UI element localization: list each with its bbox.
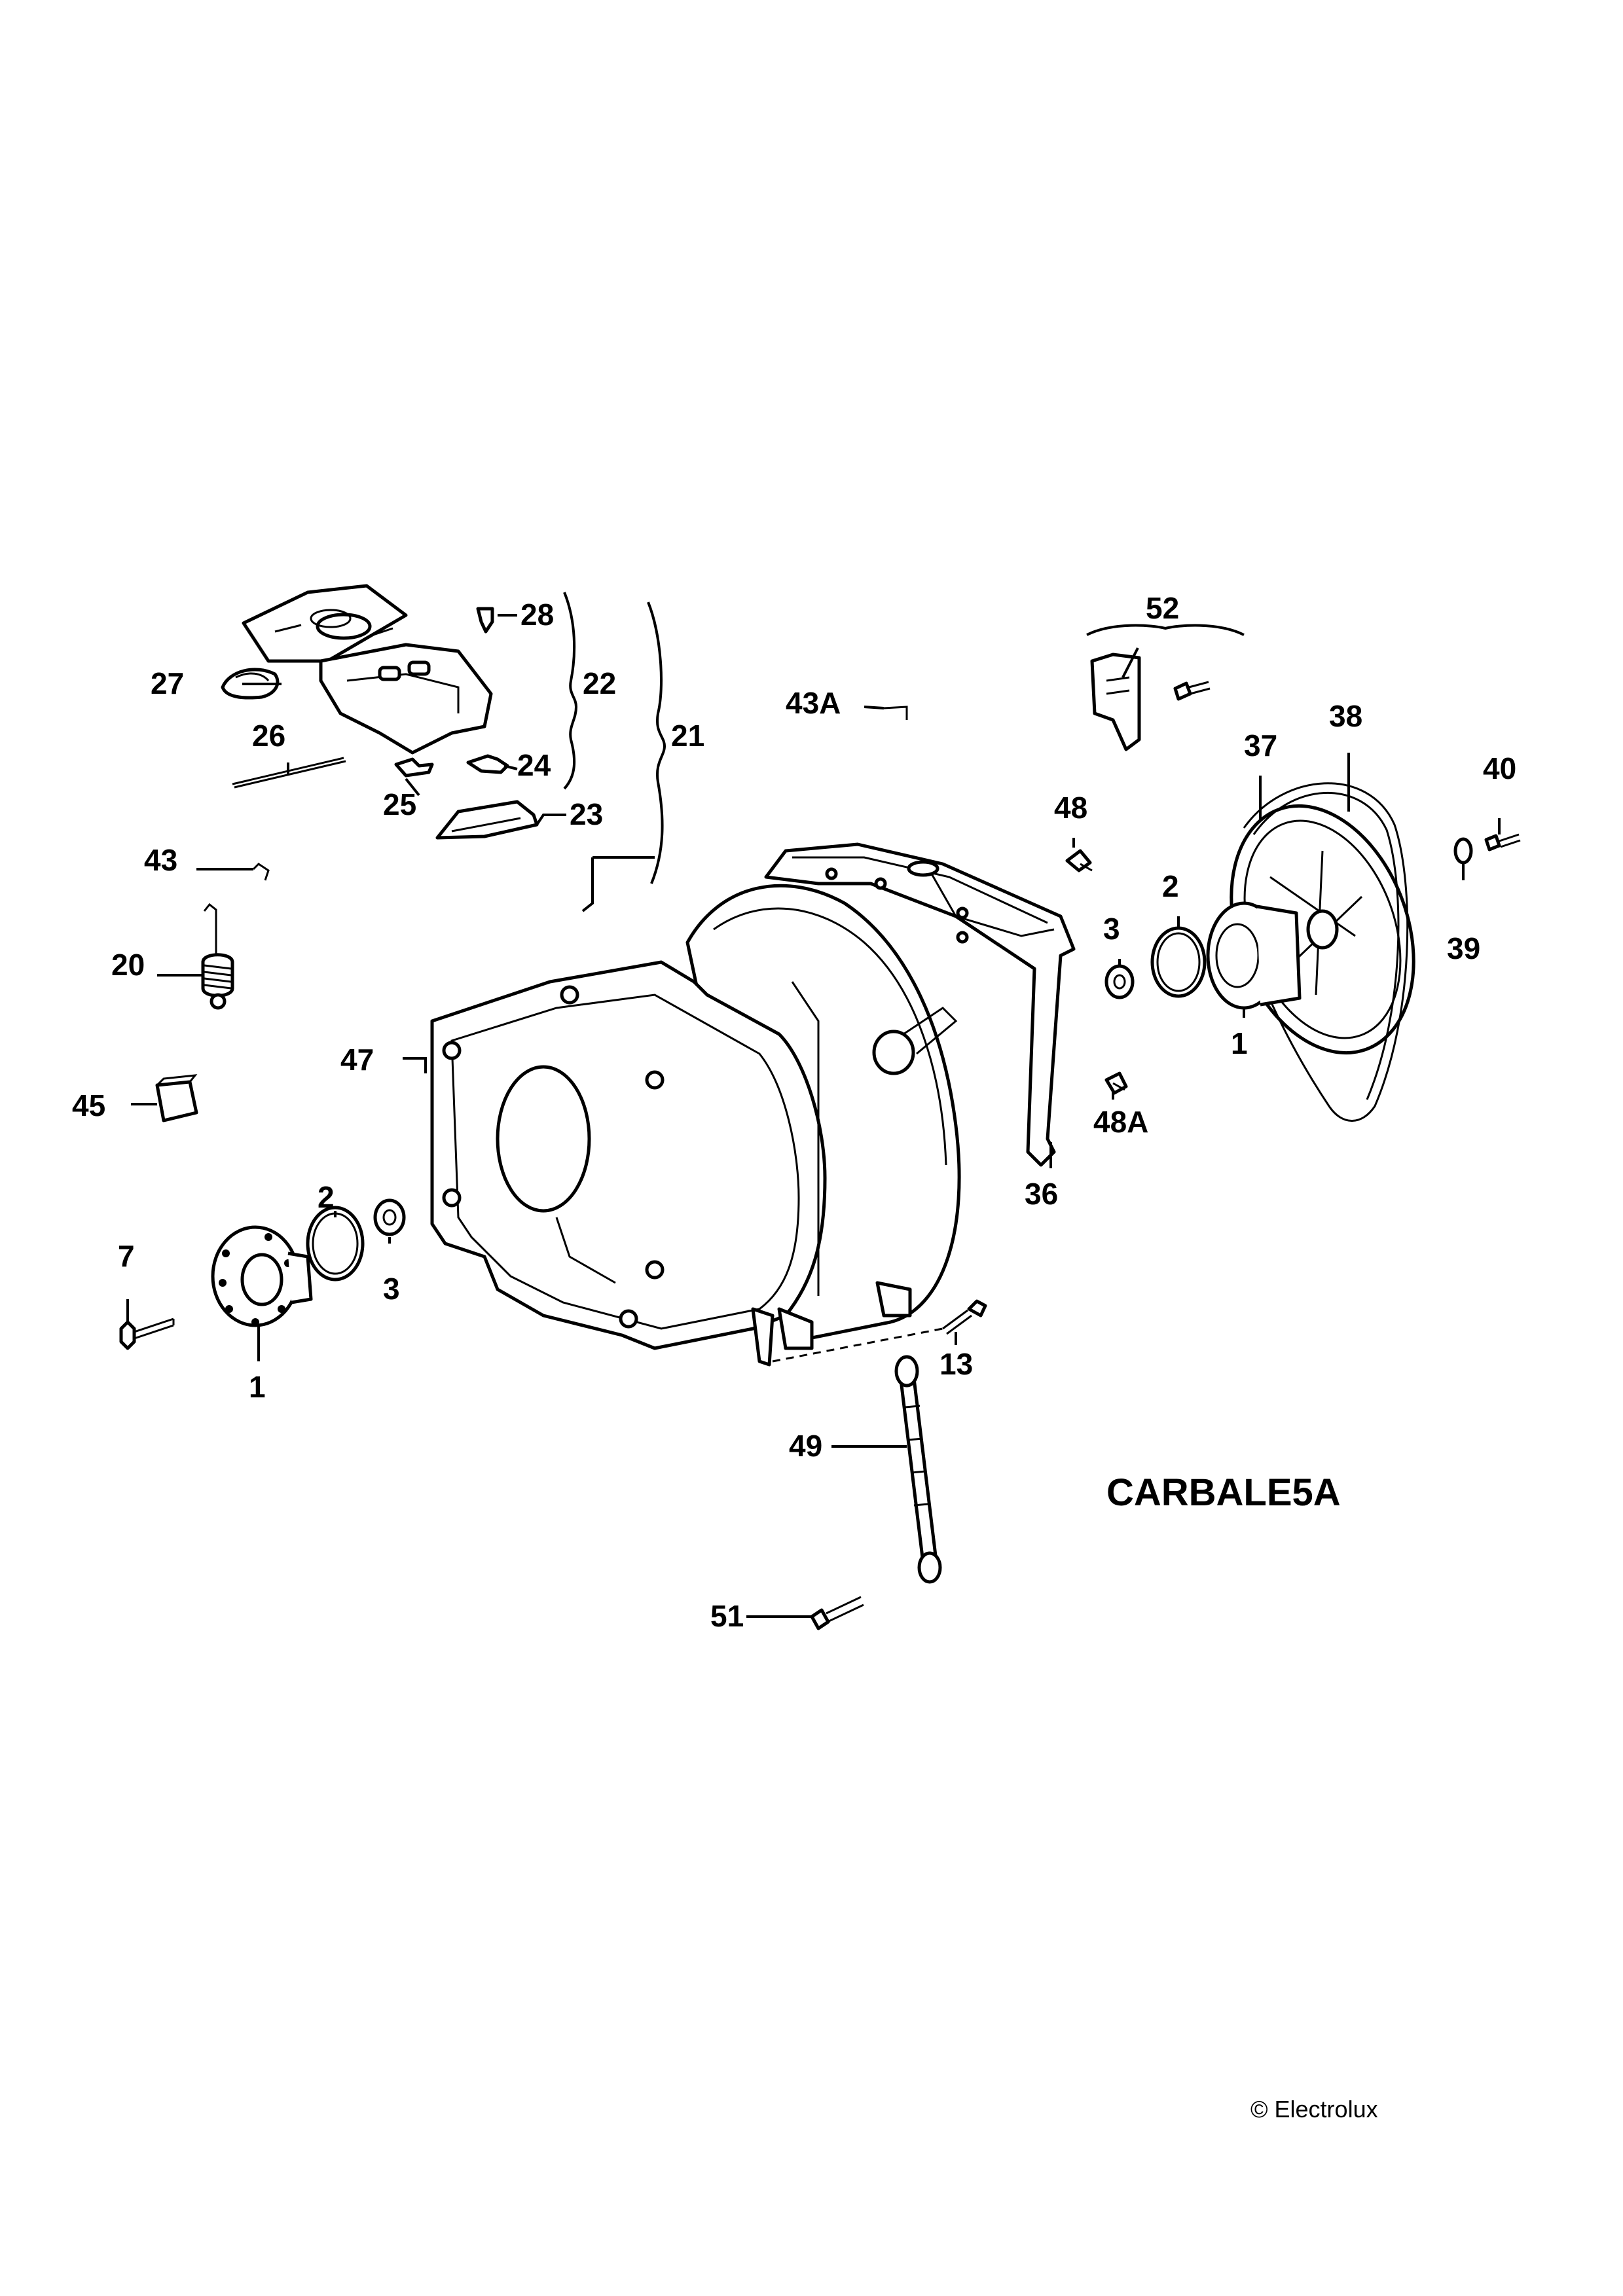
callout-2-front: 2: [318, 1180, 335, 1214]
callout-43a: 43A: [786, 686, 841, 720]
callout-36: 36: [1025, 1177, 1058, 1211]
callout-51: 51: [710, 1599, 744, 1633]
callout-47: 47: [340, 1043, 374, 1077]
rear-drive-group: [1065, 624, 1521, 1122]
callout-1-rear: 1: [1231, 1026, 1248, 1060]
callout-37: 37: [1244, 728, 1277, 762]
diagram-code: CARBALE5A: [1106, 1471, 1341, 1514]
tub-top-parts: [155, 584, 908, 1122]
callout-20: 20: [111, 948, 145, 982]
callout-7: 7: [118, 1239, 135, 1273]
callout-43: 43: [144, 843, 177, 877]
front-bearing-group: [119, 1198, 406, 1350]
shock-absorber-group: [772, 1299, 987, 1630]
copyright-notice: © Electrolux: [1250, 2096, 1378, 2123]
callout-24: 24: [517, 748, 551, 782]
callout-3-rear: 3: [1103, 912, 1120, 946]
callout-3-front: 3: [383, 1272, 400, 1306]
leader-lines: [126, 614, 1501, 1618]
callout-28: 28: [520, 598, 554, 632]
callout-27: 27: [151, 666, 184, 700]
callout-13: 13: [939, 1347, 973, 1381]
callout-48: 48: [1054, 791, 1087, 825]
callout-48a: 48A: [1093, 1105, 1148, 1139]
callout-22: 22: [583, 666, 616, 700]
callout-23: 23: [570, 797, 603, 831]
callout-labels: 28 22 21 27 26 25 24 23 43A 52 37 38 40 …: [72, 591, 1516, 1633]
callout-2-rear: 2: [1162, 869, 1179, 903]
counterweight-36: [764, 842, 1076, 1168]
callout-25: 25: [383, 787, 416, 821]
callout-49: 49: [789, 1429, 822, 1463]
callout-45: 45: [72, 1088, 105, 1122]
callout-21: 21: [671, 719, 704, 753]
tub-front-half-47: [430, 884, 961, 1367]
callout-38: 38: [1329, 699, 1362, 733]
callout-1-front: 1: [249, 1370, 266, 1404]
callout-26: 26: [252, 719, 285, 753]
callout-39: 39: [1447, 931, 1480, 965]
callout-52: 52: [1146, 591, 1179, 625]
callout-40: 40: [1483, 751, 1516, 785]
